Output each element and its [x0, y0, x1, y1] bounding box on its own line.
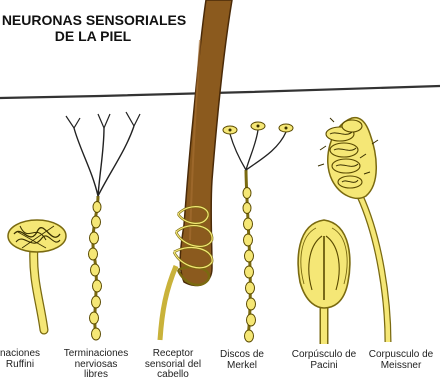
merkel-discs: [223, 122, 293, 342]
label-cabello-line3: cabello: [138, 370, 208, 381]
label-ruffini-line1: naciones: [0, 349, 48, 360]
label-merkel-line2: Merkel: [212, 361, 272, 372]
label-free-nerve-endings: Terminaciones nerviosas libres: [58, 349, 134, 381]
label-pacini: Corpúsculo de Pacini: [281, 350, 367, 371]
label-cabello-line1: Receptor: [138, 349, 208, 360]
label-hair-receptor: Receptor sensorial del cabello: [138, 349, 208, 381]
label-meissner: Corpusculo de Meissner: [362, 350, 440, 371]
ruffini-ending: [8, 220, 66, 330]
hair-receptor: [160, 0, 232, 340]
label-pacini-line2: Pacini: [281, 361, 367, 372]
label-merkel-line1: Discos de: [212, 350, 272, 361]
label-libres-line3: libres: [58, 370, 134, 381]
free-nerve-endings: [66, 112, 140, 340]
label-libres-line1: Terminaciones: [58, 349, 134, 360]
pacini-corpuscle: [298, 220, 350, 344]
label-ruffini: naciones Ruffini: [0, 349, 48, 370]
label-merkel: Discos de Merkel: [212, 350, 272, 371]
label-meissner-line2: Meissner: [362, 361, 440, 372]
label-pacini-line1: Corpúsculo de: [281, 350, 367, 361]
label-ruffini-line2: Ruffini: [0, 360, 48, 371]
label-meissner-line1: Corpusculo de: [362, 350, 440, 361]
